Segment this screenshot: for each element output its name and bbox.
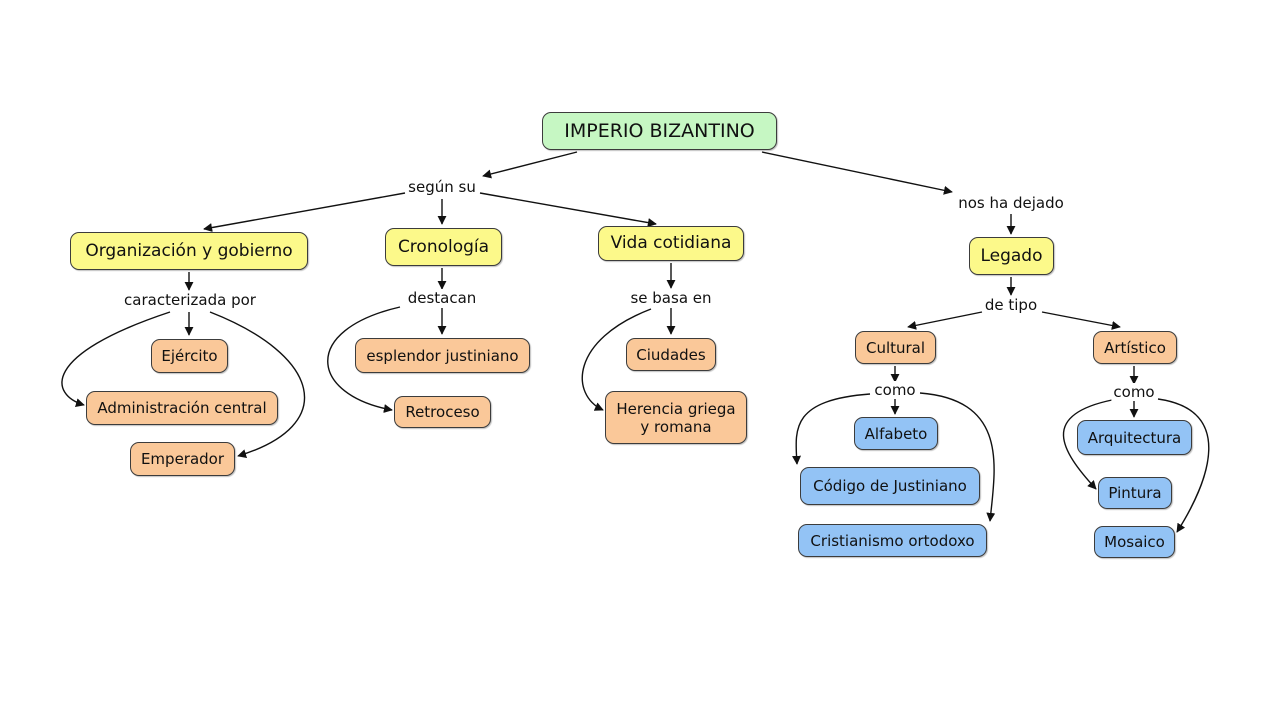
link-segun-su: según su — [406, 178, 478, 196]
edge-caracterizada-to-administracion — [61, 311, 171, 408]
edge-se-basa-en-to-herencia — [581, 308, 652, 411]
node-cronologia[interactable]: Cronología — [385, 228, 502, 266]
node-legado[interactable]: Legado — [969, 237, 1054, 275]
edge-como-to-cristianismo — [919, 392, 996, 522]
node-vida-cotidiana[interactable]: Vida cotidiana — [598, 226, 744, 261]
node-administracion-central[interactable]: Administración central — [86, 391, 278, 425]
node-emperador[interactable]: Emperador — [130, 442, 235, 476]
node-cristianismo-ortodoxo[interactable]: Cristianismo ortodoxo — [798, 524, 987, 557]
node-pintura[interactable]: Pintura — [1098, 477, 1172, 509]
edge-como-to-codigo — [792, 393, 871, 465]
link-caracterizada-por: caracterizada por — [122, 291, 258, 309]
node-herencia-griega-romana[interactable]: Herencia griega y romana — [605, 391, 747, 444]
node-ejercito[interactable]: Ejército — [151, 339, 228, 373]
edge-de-tipo-to-artistico — [1041, 311, 1121, 330]
edge-de-tipo-to-cultural — [907, 311, 983, 330]
link-de-tipo: de tipo — [982, 296, 1040, 314]
edge-caracterizada-to-emperador — [209, 311, 306, 458]
edge-destacan-to-retroceso — [327, 306, 401, 413]
link-se-basa-en: se basa en — [628, 289, 714, 307]
edge-root-to-nos-ha-dejado — [761, 151, 953, 195]
edge-segun-su-to-organizacion — [203, 192, 406, 233]
node-alfabeto[interactable]: Alfabeto — [854, 417, 938, 450]
link-como-artistico: como — [1111, 383, 1157, 401]
node-ciudades[interactable]: Ciudades — [626, 338, 716, 371]
node-mosaico[interactable]: Mosaico — [1094, 526, 1175, 558]
link-nos-ha-dejado: nos ha dejado — [956, 194, 1066, 212]
edge-como-to-mosaico — [1157, 398, 1210, 533]
node-artistico[interactable]: Artístico — [1093, 331, 1177, 364]
node-esplendor-justiniano[interactable]: esplendor justiniano — [355, 338, 530, 373]
node-arquitectura[interactable]: Arquitectura — [1077, 420, 1192, 455]
link-destacan: destacan — [405, 289, 479, 307]
node-imperio-bizantino[interactable]: IMPERIO BIZANTINO — [542, 112, 777, 150]
edge-segun-su-to-vida — [479, 192, 657, 228]
node-cultural[interactable]: Cultural — [855, 331, 936, 364]
edge-como-to-pintura — [1062, 399, 1113, 490]
node-organizacion-gobierno[interactable]: Organización y gobierno — [70, 232, 308, 270]
node-codigo-justiniano[interactable]: Código de Justiniano — [800, 467, 980, 505]
edge-root-to-segun-su — [482, 151, 578, 179]
node-retroceso[interactable]: Retroceso — [394, 396, 491, 428]
link-como-cultural: como — [872, 381, 918, 399]
